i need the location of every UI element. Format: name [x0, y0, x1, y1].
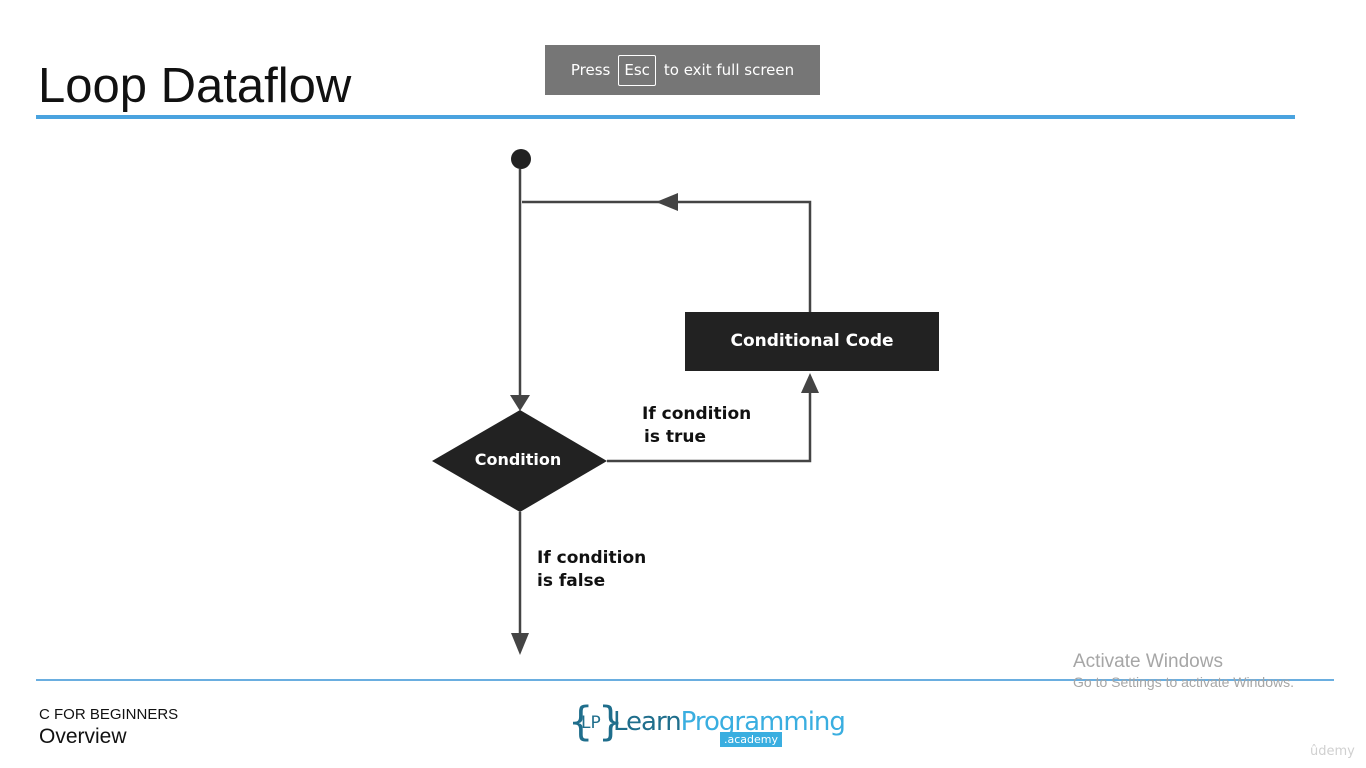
footer-divider	[36, 679, 1334, 681]
conditional-code-box	[685, 312, 939, 371]
true-label-line2: is true	[644, 427, 706, 447]
activate-windows-subtitle: Go to Settings to activate Windows.	[1073, 674, 1294, 690]
condition-diamond	[432, 410, 607, 512]
false-label-line1: If condition	[537, 548, 646, 568]
logo-academy: .academy	[720, 732, 783, 747]
true-branch-arrowhead	[801, 373, 819, 393]
logo-brace-right: }	[598, 699, 624, 745]
fullscreen-notice-suffix: to exit full screen	[663, 61, 795, 79]
false-branch-arrowhead	[511, 633, 529, 655]
main-flow-arrowhead	[510, 395, 530, 411]
start-node	[511, 149, 531, 169]
loop-flowchart: Conditional Code Condition If condition …	[432, 149, 939, 655]
fullscreen-notice: Press Esc to exit full screen	[545, 45, 820, 95]
false-label-line2: is false	[537, 571, 605, 591]
section-name: Overview	[39, 725, 127, 748]
logo-learn: Learn	[613, 707, 682, 737]
slide-title: Loop Dataflow	[38, 59, 352, 113]
conditional-code-label: Conditional Code	[730, 331, 893, 351]
logo-brace-left: {	[568, 699, 594, 745]
activate-windows-title: Activate Windows	[1073, 651, 1223, 672]
loop-back-arrowhead	[656, 193, 678, 211]
logo-lp-mark: LP	[581, 713, 601, 733]
esc-key-badge: Esc	[618, 54, 656, 86]
fullscreen-notice-press: Press	[570, 61, 611, 79]
loop-back-line	[522, 200, 812, 312]
condition-label: Condition	[475, 450, 562, 469]
true-label-line1: If condition	[642, 404, 751, 424]
udemy-watermark: ûdemy	[1310, 744, 1355, 759]
title-divider	[36, 115, 1295, 119]
course-name: C FOR BEGINNERS	[39, 706, 179, 723]
learnprogramming-logo: { LP } LearnProgramming .academy	[568, 699, 846, 751]
true-branch-line	[607, 389, 812, 463]
activate-windows-watermark: Activate Windows Go to Settings to activ…	[1073, 651, 1294, 690]
